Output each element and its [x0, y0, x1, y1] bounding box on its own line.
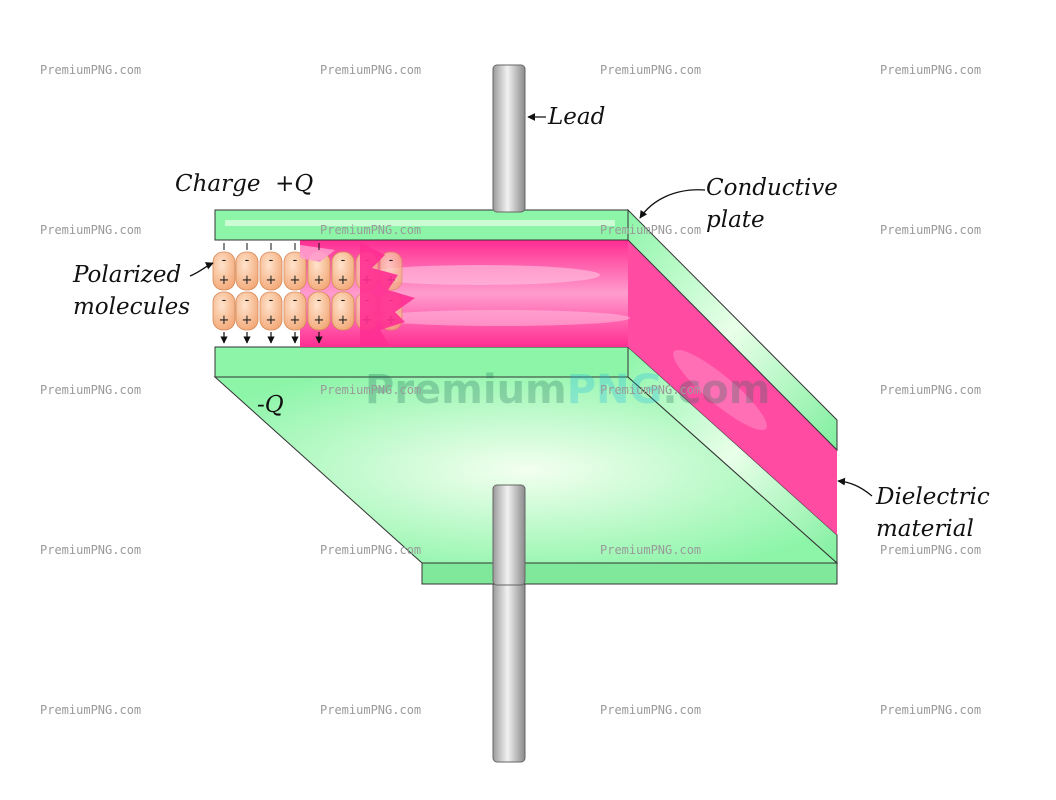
watermark-text: PremiumPNG.com	[320, 383, 421, 397]
watermark-text: PremiumPNG.com	[320, 63, 421, 77]
watermark-text: PremiumPNG.com	[600, 543, 701, 557]
polarized-label-line1: Polarized	[72, 262, 181, 288]
dielectric-fragment	[300, 245, 335, 262]
watermark-text: PremiumPNG.com	[40, 63, 141, 77]
watermark-text: PremiumPNG.com	[320, 703, 421, 717]
negative-sign: -	[293, 253, 298, 268]
watermark-big: PremiumPNG.com	[365, 367, 770, 413]
positive-sign: +	[338, 313, 349, 328]
charge-negative-label: -Q	[257, 392, 284, 418]
negative-sign: -	[269, 293, 274, 308]
watermark-text: PremiumPNG.com	[40, 223, 141, 237]
positive-sign: +	[314, 273, 325, 288]
negative-sign: -	[389, 253, 394, 268]
polarized-molecules: -+-+-+-+-+-+-+-+-+-+-+-+-+-+-+-+	[212, 242, 415, 346]
positive-sign: +	[338, 273, 349, 288]
watermark-text: PremiumPNG.com	[40, 383, 141, 397]
molecule: -+	[307, 291, 331, 331]
positive-sign: +	[266, 273, 277, 288]
molecule: -+	[283, 291, 307, 331]
watermark-text: PremiumPNG.com	[880, 703, 981, 717]
conductive-arrow	[639, 189, 706, 219]
positive-sign: +	[219, 273, 230, 288]
molecule: -+	[235, 291, 259, 331]
molecule: -+	[259, 251, 283, 291]
molecule: -+	[331, 291, 355, 331]
conductive-label-line1: Conductive	[706, 175, 838, 201]
dielectric-label-line2: material	[876, 516, 974, 542]
polarized-arrow	[189, 262, 214, 277]
watermark-text: PremiumPNG.com	[600, 383, 701, 397]
negative-sign: -	[341, 293, 346, 308]
polarized-label-line2: molecules	[73, 294, 190, 320]
molecule: -+	[212, 251, 236, 291]
positive-sign: +	[242, 313, 253, 328]
dielectric-arrow	[837, 477, 873, 497]
lead-label: Lead	[547, 104, 605, 130]
positive-sign: +	[242, 273, 253, 288]
positive-sign: +	[314, 313, 325, 328]
watermark-text: PremiumPNG.com	[320, 223, 421, 237]
molecule: -+	[212, 291, 236, 331]
watermark-text: PremiumPNG.com	[880, 543, 981, 557]
bottom-conductive-plate	[213, 345, 839, 585]
positive-sign: +	[290, 273, 301, 288]
positive-sign: +	[219, 313, 230, 328]
positive-sign: +	[290, 313, 301, 328]
negative-sign: -	[245, 293, 250, 308]
negative-sign: -	[293, 293, 298, 308]
molecule: -+	[283, 251, 307, 291]
negative-sign: -	[222, 293, 227, 308]
molecule: -+	[259, 291, 283, 331]
molecule: -+	[331, 251, 355, 291]
dielectric-cut-edge	[360, 242, 415, 346]
watermark-text: PremiumPNG.com	[40, 703, 141, 717]
watermark-text: PremiumPNG.com	[880, 383, 981, 397]
conductive-label-line2: plate	[706, 207, 765, 233]
negative-sign: -	[269, 253, 274, 268]
top-conductive-plate	[214, 208, 838, 452]
watermark-text: PremiumPNG.com	[880, 223, 981, 237]
label-arrows	[189, 113, 873, 497]
negative-sign: -	[317, 293, 322, 308]
watermark-text: PremiumPNG.com	[880, 63, 981, 77]
watermark-text: PremiumPNG.com	[600, 703, 701, 717]
watermark-text: PremiumPNG.com	[40, 543, 141, 557]
top-lead	[492, 64, 526, 213]
charge-positive-label: Charge +Q	[175, 171, 313, 197]
dielectric-material	[300, 240, 837, 535]
field-arrows	[220, 243, 323, 344]
bottom-lead-top	[492, 484, 526, 586]
positive-sign: +	[266, 313, 277, 328]
watermark-text: PremiumPNG.com	[600, 63, 701, 77]
dielectric-label-line1: Dielectric	[875, 484, 990, 510]
negative-sign: -	[222, 253, 227, 268]
molecule: -+	[235, 251, 259, 291]
negative-sign: -	[341, 253, 346, 268]
negative-sign: -	[245, 253, 250, 268]
watermark-text: PremiumPNG.com	[320, 543, 421, 557]
watermark-text: PremiumPNG.com	[600, 223, 701, 237]
